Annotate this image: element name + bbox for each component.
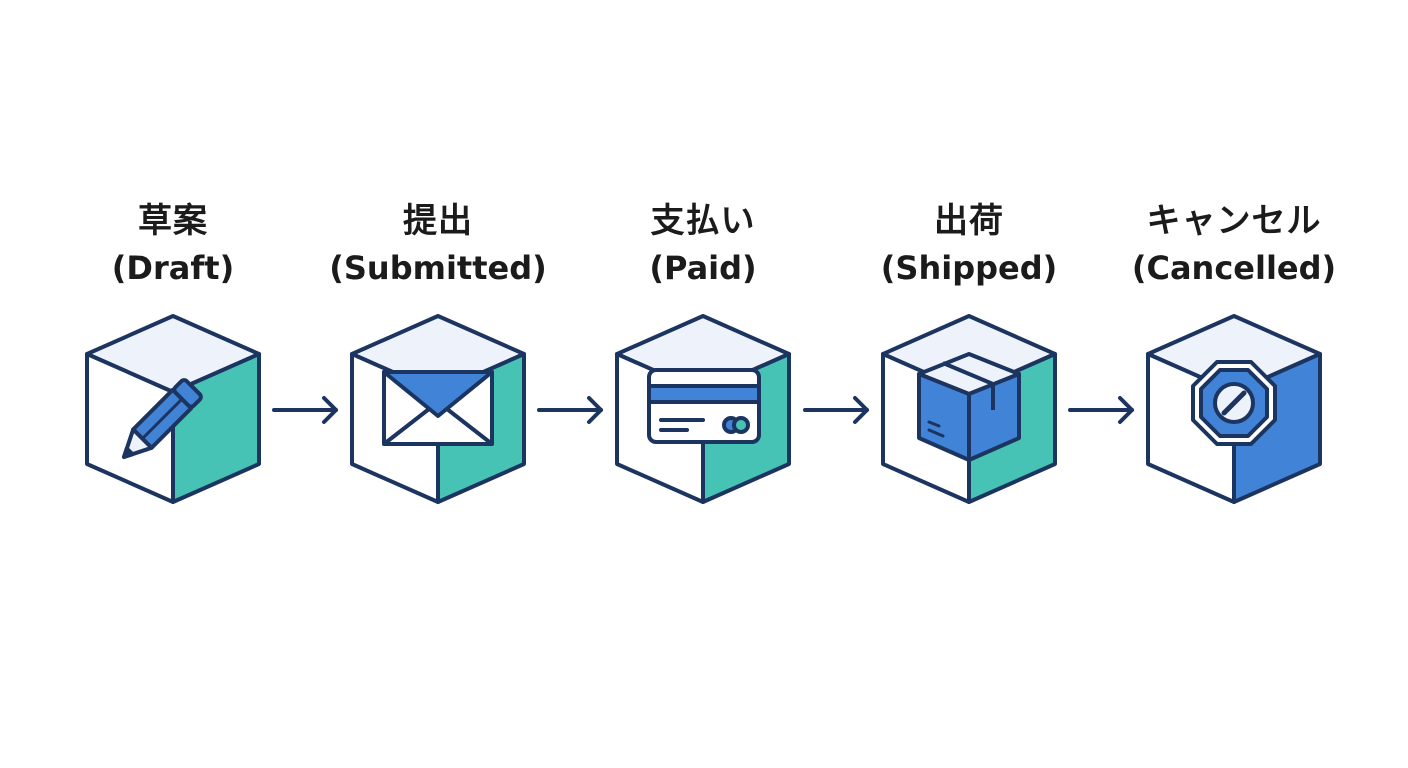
stage-cube-cancelled <box>1146 314 1322 504</box>
stop-sign-icon <box>1191 360 1277 446</box>
stage-title-en: (Shipped) <box>880 249 1058 287</box>
stage-title-en: (Draft) <box>111 249 235 287</box>
envelope-icon <box>382 370 494 446</box>
stage-label-submitted: 提出 (Submitted) <box>308 196 568 290</box>
stage-title-en: (Submitted) <box>329 249 547 287</box>
stage-label-draft: 草案 (Draft) <box>43 196 303 290</box>
stage-title-jp: 出荷 <box>934 201 1004 241</box>
arrow-right-icon <box>1068 396 1134 424</box>
stage-cube-shipped <box>881 314 1057 504</box>
stage-title-jp: キャンセル <box>1146 201 1322 241</box>
arrow-right-icon <box>537 396 603 424</box>
stage-title-jp: 草案 <box>138 201 208 241</box>
arrow-right-icon <box>272 396 338 424</box>
stage-title-jp: 支払い <box>650 201 756 241</box>
stage-cube-draft <box>85 314 261 504</box>
stage-cube-paid <box>615 314 791 504</box>
stage-label-paid: 支払い (Paid) <box>573 196 833 290</box>
stage-label-shipped: 出荷 (Shipped) <box>839 196 1099 290</box>
stage-title-jp: 提出 <box>403 201 473 241</box>
pencil-icon <box>121 378 203 460</box>
stage-title-en: (Paid) <box>649 249 757 287</box>
arrow-right-icon <box>803 396 869 424</box>
stage-cube-submitted <box>350 314 526 504</box>
stage-label-cancelled: キャンセル (Cancelled) <box>1104 196 1364 290</box>
stage-title-en: (Cancelled) <box>1131 249 1337 287</box>
package-box-icon <box>917 352 1021 462</box>
credit-card-icon <box>647 368 761 444</box>
